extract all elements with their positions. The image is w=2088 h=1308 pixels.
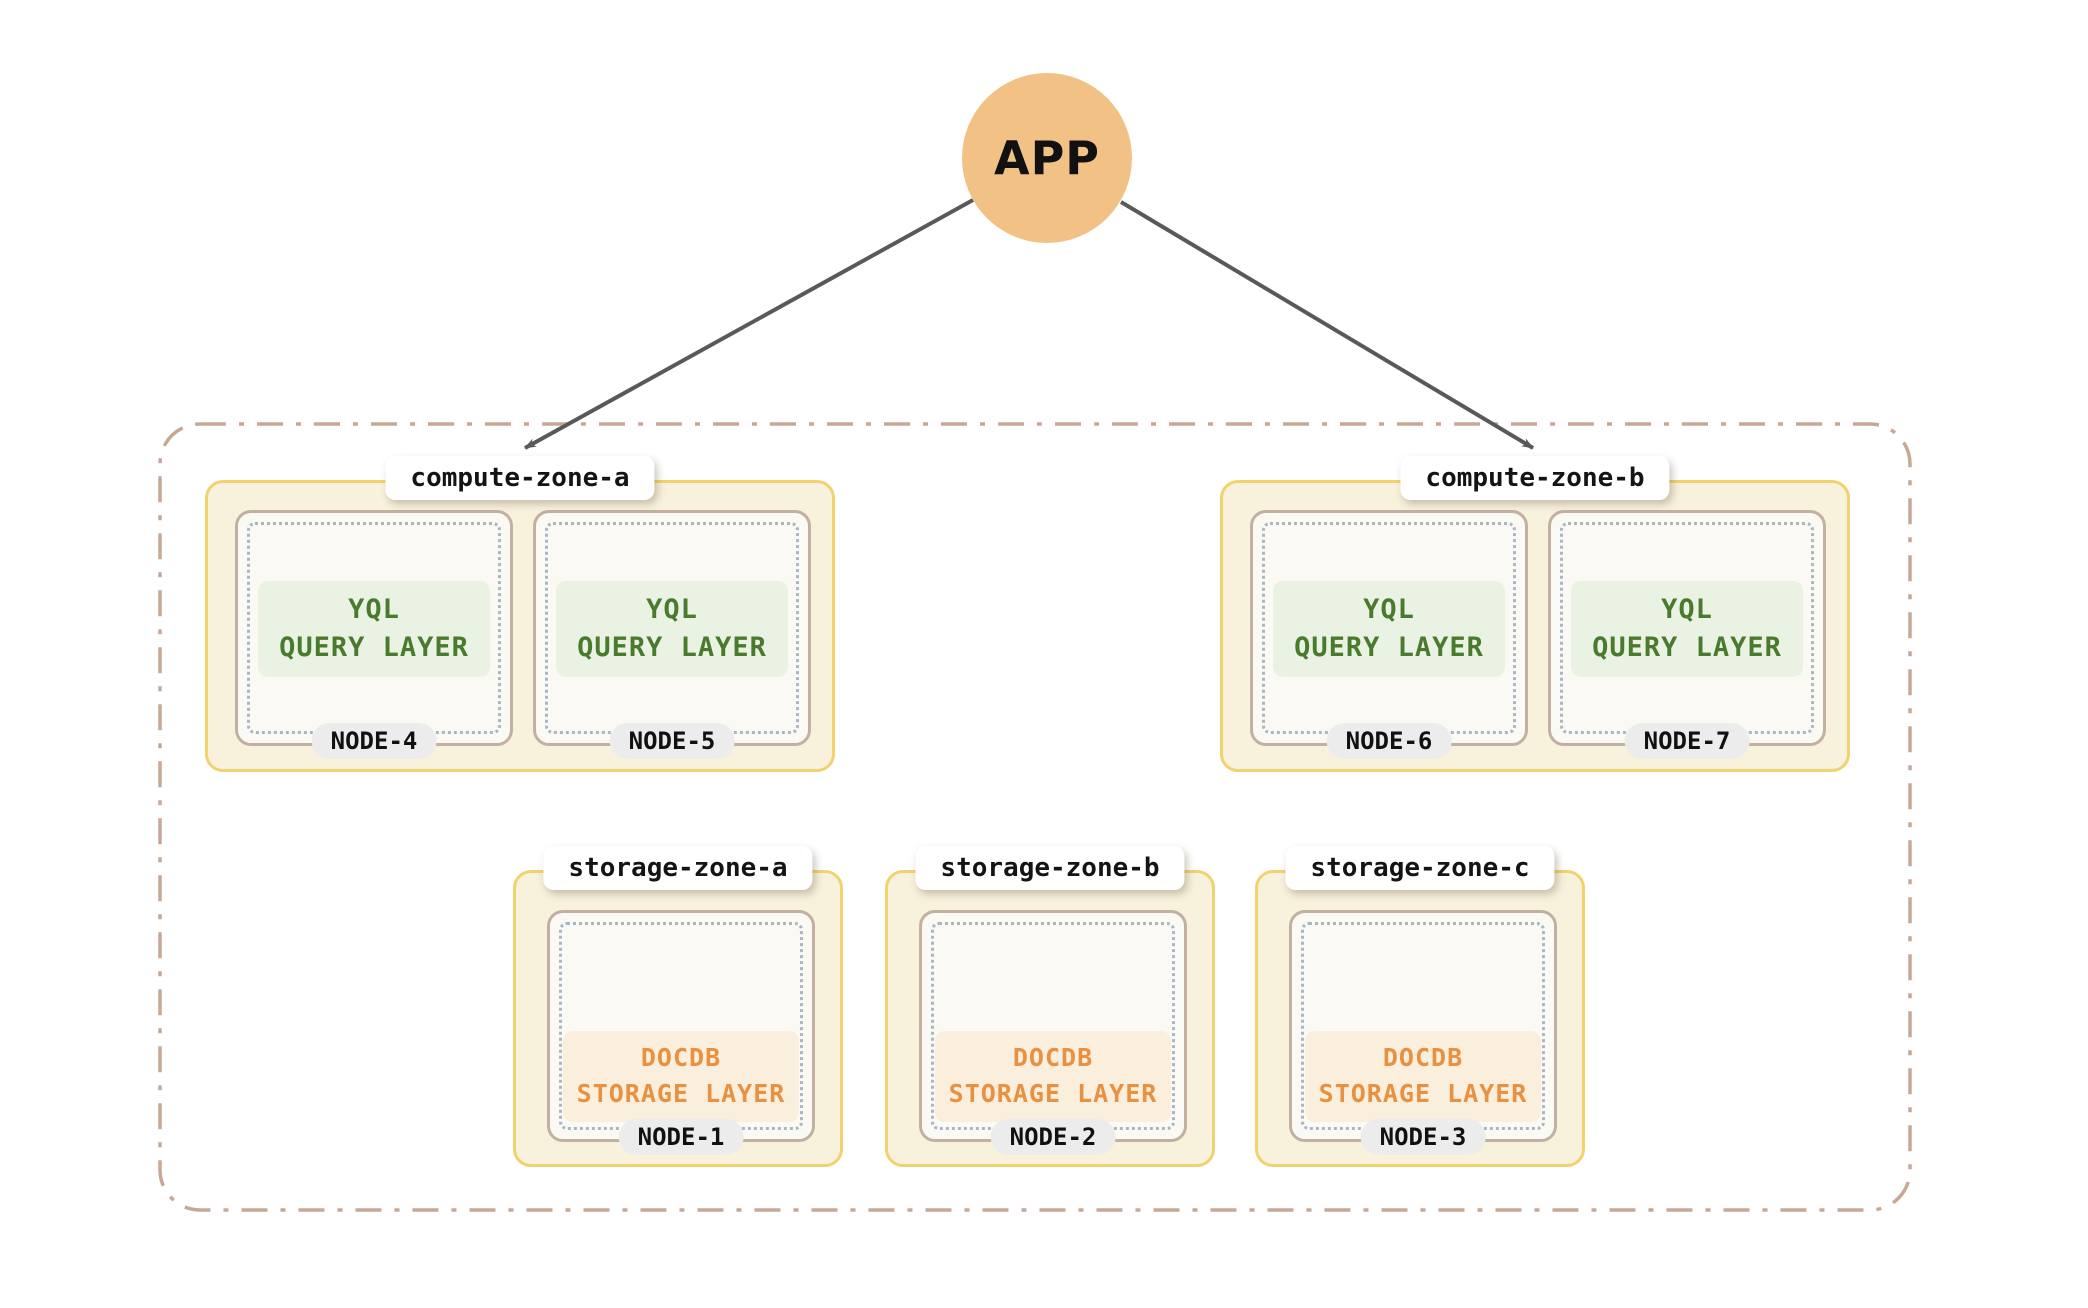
layer-line-1: DOCDB xyxy=(1012,1043,1094,1072)
node-name-pill: NODE-3 xyxy=(1360,1119,1486,1155)
layer-line-2: QUERY LAYER xyxy=(577,631,767,663)
arrow-app-to-compute-zone-b xyxy=(1119,200,1535,450)
layer-line-1: DOCDB xyxy=(640,1043,722,1072)
yql-query-layer-badge: YQL QUERY LAYER xyxy=(1273,581,1505,677)
zone-label-storage-c: storage-zone-c xyxy=(1285,846,1555,890)
storage-zone-c: storage-zone-c DOCDB STORAGE LAYER NODE-… xyxy=(1255,846,1585,1167)
node-name-pill: NODE-5 xyxy=(609,723,735,759)
layer-line-1: DOCDB xyxy=(1382,1043,1464,1072)
node-name-pill: NODE-4 xyxy=(311,723,437,759)
app-label: APP xyxy=(993,131,1101,185)
yql-query-layer-badge: YQL QUERY LAYER xyxy=(258,581,490,677)
docdb-storage-layer-badge: DOCDB STORAGE LAYER xyxy=(935,1031,1171,1122)
node-6: YQL QUERY LAYER NODE-6 xyxy=(1250,510,1528,759)
docdb-storage-layer-badge: DOCDB STORAGE LAYER xyxy=(563,1031,799,1122)
zone-label-compute-a: compute-zone-a xyxy=(385,456,655,500)
layer-line-2: QUERY LAYER xyxy=(279,631,469,663)
layer-line-2: QUERY LAYER xyxy=(1294,631,1484,663)
layer-line-1: YQL xyxy=(646,594,698,625)
yql-query-layer-badge: YQL QUERY LAYER xyxy=(1571,581,1803,677)
node-4: YQL QUERY LAYER NODE-4 xyxy=(235,510,513,759)
layer-line-1: YQL xyxy=(1661,594,1713,625)
node-name-pill: NODE-1 xyxy=(618,1119,744,1155)
storage-zone-b: storage-zone-b DOCDB STORAGE LAYER NODE-… xyxy=(885,846,1215,1167)
node-2: DOCDB STORAGE LAYER NODE-2 xyxy=(919,910,1187,1155)
node-name-pill: NODE-2 xyxy=(990,1119,1116,1155)
layer-line-2: STORAGE LAYER xyxy=(1318,1079,1528,1109)
yql-query-layer-badge: YQL QUERY LAYER xyxy=(556,581,788,677)
node-1: DOCDB STORAGE LAYER NODE-1 xyxy=(547,910,815,1155)
app-node: APP xyxy=(962,73,1132,243)
layer-line-1: YQL xyxy=(1363,594,1415,625)
layer-line-2: QUERY LAYER xyxy=(1592,631,1782,663)
docdb-storage-layer-badge: DOCDB STORAGE LAYER xyxy=(1305,1031,1541,1122)
node-name-pill: NODE-6 xyxy=(1326,723,1452,759)
compute-zone-a: compute-zone-a YQL QUERY LAYER NODE-4 YQ… xyxy=(205,456,835,772)
zone-label-compute-b: compute-zone-b xyxy=(1400,456,1670,500)
compute-zone-b: compute-zone-b YQL QUERY LAYER NODE-6 YQ… xyxy=(1220,456,1850,772)
layer-line-2: STORAGE LAYER xyxy=(948,1079,1158,1109)
arrow-app-to-compute-zone-a xyxy=(524,198,974,450)
node-3: DOCDB STORAGE LAYER NODE-3 xyxy=(1289,910,1557,1155)
layer-line-2: STORAGE LAYER xyxy=(576,1079,786,1109)
storage-zone-a: storage-zone-a DOCDB STORAGE LAYER NODE-… xyxy=(513,846,843,1167)
node-5: YQL QUERY LAYER NODE-5 xyxy=(533,510,811,759)
zone-label-storage-b: storage-zone-b xyxy=(915,846,1185,890)
node-7: YQL QUERY LAYER NODE-7 xyxy=(1548,510,1826,759)
node-name-pill: NODE-7 xyxy=(1624,723,1750,759)
zone-label-storage-a: storage-zone-a xyxy=(543,846,813,890)
layer-line-1: YQL xyxy=(348,594,400,625)
